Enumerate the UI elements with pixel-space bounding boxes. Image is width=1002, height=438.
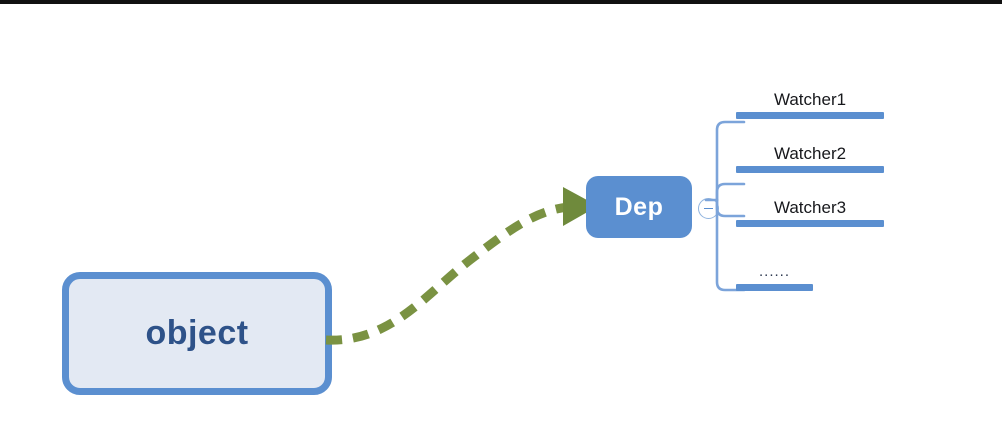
watcher-item-3[interactable]: Watcher3 — [736, 198, 884, 227]
branch-connector-lines — [704, 120, 746, 292]
watcher-label: Watcher1 — [773, 90, 847, 109]
watcher-underline — [736, 284, 813, 291]
watcher-underline — [736, 112, 884, 119]
watcher-label: Watcher3 — [773, 198, 847, 217]
object-node-label: object — [145, 314, 249, 352]
watcher-label: Watcher2 — [773, 144, 847, 163]
watcher-item-2[interactable]: Watcher2 — [736, 144, 884, 173]
dashed-arrow-connector — [325, 187, 598, 345]
watcher-label: ...... — [758, 263, 790, 280]
object-node[interactable]: object — [62, 272, 332, 395]
watcher-item-1[interactable]: Watcher1 — [736, 90, 884, 119]
dep-node[interactable]: Dep — [586, 176, 692, 238]
minus-circle-icon[interactable] — [698, 198, 719, 219]
watcher-underline — [736, 166, 884, 173]
arrowhead-icon — [563, 187, 598, 226]
dep-node-label: Dep — [614, 192, 664, 221]
watcher-underline — [736, 220, 884, 227]
watcher-item-ellipsis[interactable]: ...... — [736, 262, 813, 291]
top-black-bar — [0, 0, 1002, 4]
